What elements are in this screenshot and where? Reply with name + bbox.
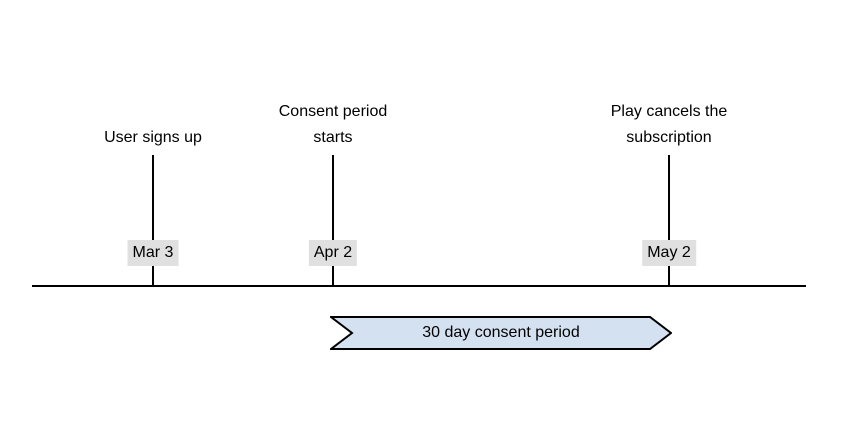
- consent-period-banner: 30 day consent period: [330, 316, 672, 350]
- banner-arrow-polygon: [330, 316, 672, 350]
- date-chip-may-2: May 2: [642, 240, 696, 266]
- date-chip-apr-2: Apr 2: [308, 240, 358, 266]
- timeline-axis: [32, 285, 806, 287]
- banner-arrow-shape: [330, 316, 672, 350]
- date-chip-mar-3: Mar 3: [127, 240, 179, 266]
- event-tick-user-signs-up: [152, 155, 154, 285]
- event-caption-play-cancels-the-subscription: Play cancels the subscription: [610, 103, 728, 146]
- event-tick-play-cancels-the-subscription: [668, 155, 670, 285]
- event-tick-consent-period-starts: [332, 155, 334, 285]
- event-caption-consent-period-starts: Consent period starts: [278, 103, 388, 146]
- event-caption-user-signs-up: User signs up: [104, 129, 202, 146]
